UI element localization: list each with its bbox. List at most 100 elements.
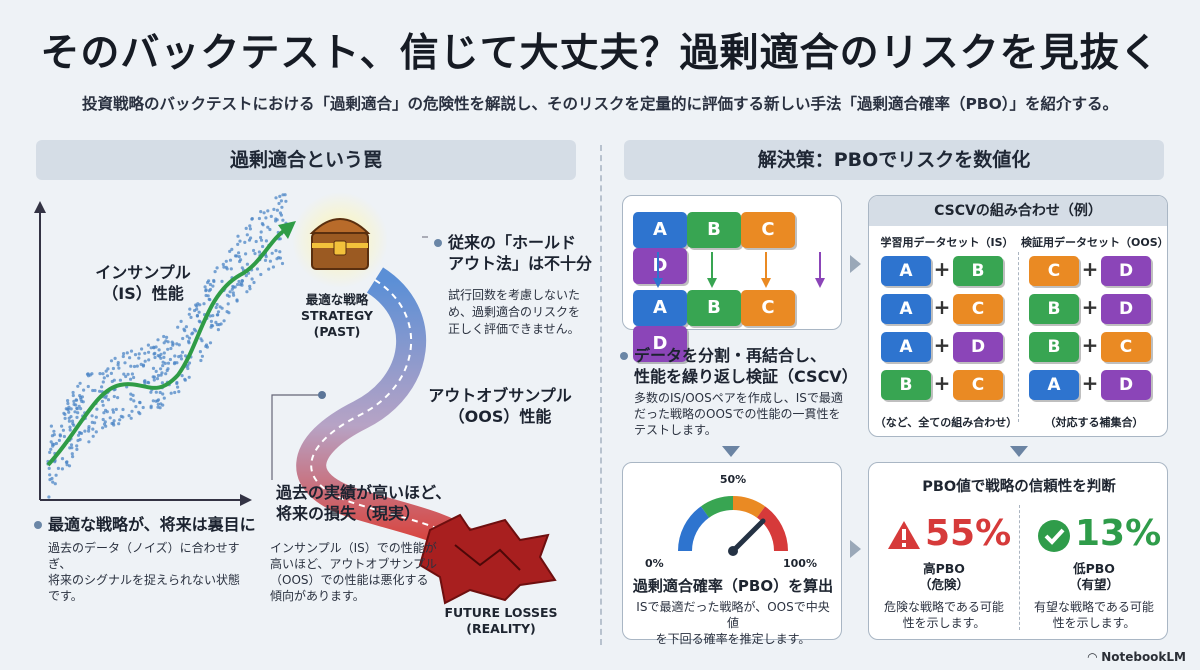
noise-point (257, 250, 261, 254)
noise-point (158, 406, 162, 410)
judgement-divider (1019, 505, 1020, 630)
noise-point (264, 216, 268, 220)
noise-point (206, 280, 210, 285)
road-centerline (310, 279, 471, 546)
noise-point (91, 434, 95, 438)
noise-point (176, 385, 180, 389)
noise-point (147, 350, 151, 354)
noise-point (216, 310, 221, 314)
noise-point (64, 460, 69, 464)
noise-point (173, 354, 177, 358)
noise-point (162, 334, 166, 339)
plus-sign: + (933, 333, 951, 357)
noise-point (262, 211, 266, 215)
noise-point (248, 227, 252, 231)
noise-point (248, 224, 252, 228)
high-pbo-desc: 危険な戦略である可能性を示します。 (884, 600, 1004, 630)
noise-point (54, 473, 58, 477)
noise-point (177, 355, 181, 359)
past-performance-title: 過去の実績が高いほど、将来の損失（現実） (276, 483, 452, 523)
holdout-title: 従来の「ホールドアウト法」は不十分 (434, 233, 593, 273)
noise-point (230, 287, 234, 291)
noise-point (252, 280, 256, 285)
noise-point (173, 361, 177, 365)
noise-point (244, 226, 248, 230)
noise-point (151, 399, 155, 403)
noise-point (227, 294, 231, 298)
noise-point (83, 429, 87, 433)
noise-point (226, 302, 230, 306)
noise-point (214, 305, 218, 310)
noise-point (91, 427, 95, 431)
noise-point (235, 299, 239, 303)
overfitting-diagram (34, 192, 557, 605)
noise-point (180, 374, 184, 378)
noise-scatter (46, 193, 288, 499)
noise-point (222, 265, 226, 269)
noise-point (140, 347, 144, 351)
noise-point (87, 440, 91, 444)
noise-point (62, 411, 66, 415)
combo-block-d: D (953, 332, 1003, 362)
noise-point (67, 464, 72, 468)
noise-point (162, 355, 166, 359)
noise-point (240, 266, 244, 270)
noise-point (200, 339, 204, 343)
noise-point (255, 267, 259, 271)
noise-point (71, 455, 75, 459)
noise-point (164, 372, 168, 376)
noise-point (47, 495, 51, 499)
noise-point (224, 259, 228, 263)
noise-point (152, 346, 156, 350)
noise-point (260, 222, 264, 226)
is-performance-label: インサンプル（IS）性能 (95, 263, 191, 303)
noise-point (79, 431, 84, 435)
noise-point (70, 452, 74, 456)
combo-pair-row: A+D (881, 332, 1003, 362)
noise-point (224, 265, 228, 269)
noise-point (237, 251, 241, 255)
noise-point (94, 415, 98, 419)
noise-point (48, 450, 52, 454)
noise-point (220, 279, 224, 283)
left-section-header: 過剰適合という罠 (36, 140, 576, 180)
noise-point (278, 237, 282, 241)
noise-point (102, 411, 106, 415)
noise-point (122, 372, 126, 376)
combo-block-c: C (1101, 332, 1151, 362)
noise-point (240, 281, 244, 285)
noise-point (183, 378, 187, 382)
block-a: A (633, 290, 687, 326)
noise-point (68, 425, 72, 429)
noise-point (76, 384, 80, 388)
noise-point (112, 378, 116, 382)
noise-point (198, 350, 202, 354)
pbo-judgement-card: PBO値で戦略の信頼性を判断 55% 高PBO（危険） 危険な戦略である可能性を… (868, 462, 1168, 640)
noise-point (67, 419, 71, 423)
noise-point (68, 446, 72, 450)
noise-point (80, 395, 84, 399)
noise-point (137, 352, 141, 356)
noise-point (194, 303, 198, 307)
noise-point (151, 366, 156, 370)
gauge-min-label: 0% (645, 557, 664, 570)
noise-point (204, 344, 208, 348)
high-pbo-value: 55% (925, 513, 1012, 554)
noise-point (156, 354, 160, 358)
noise-point (70, 419, 75, 423)
noise-point (197, 310, 201, 314)
combo-pair-row: B+C (881, 370, 1003, 400)
noise-point (109, 371, 113, 375)
noise-point (132, 375, 136, 380)
noise-point (66, 399, 70, 403)
combo-block-c: C (953, 370, 1003, 400)
combo-block-a: A (881, 294, 931, 324)
noise-point (199, 358, 203, 363)
noise-point (181, 336, 185, 341)
noise-point (280, 261, 285, 266)
noise-point (147, 358, 151, 362)
noise-point (105, 374, 110, 378)
noise-point (125, 351, 129, 355)
